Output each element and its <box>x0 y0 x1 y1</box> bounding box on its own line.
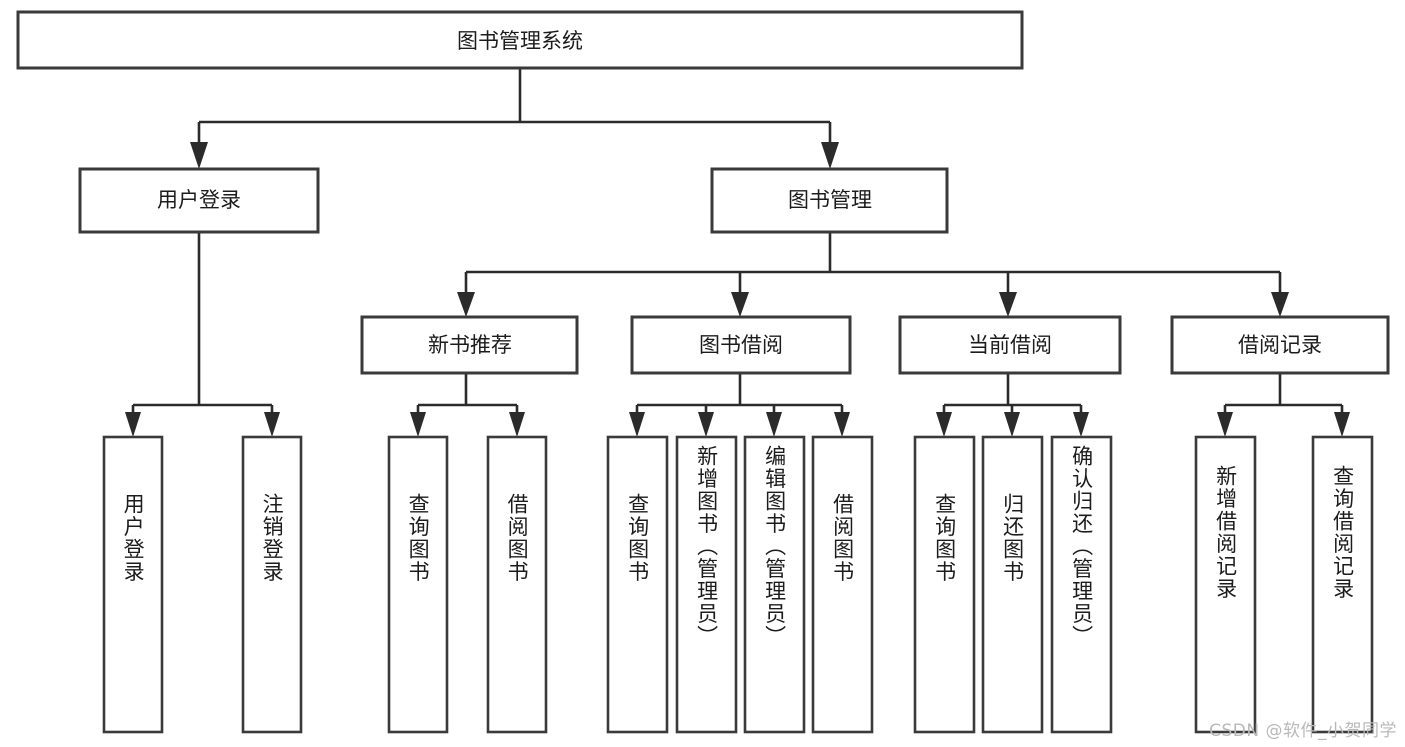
arrow-head-leaf-add-book <box>698 412 714 437</box>
node-root-box[interactable] <box>16 10 1024 70</box>
leaf-box-user-login[interactable] <box>102 435 164 734</box>
node-book-management[interactable]: 图书管理 <box>710 167 949 234</box>
node-new-book-recommend[interactable]: 新书推荐 <box>360 315 579 375</box>
leaf-box-edit-book[interactable] <box>743 435 806 734</box>
arrow-head-newbook <box>457 292 475 317</box>
connector-layer <box>125 68 1350 437</box>
arrow-head-leaf-return-book <box>1004 412 1020 437</box>
arrow-head-leaf-borrow-book-2 <box>834 412 850 437</box>
leaf-box-layer <box>102 435 1374 734</box>
leaf-box-borrow-book-1[interactable] <box>486 435 548 734</box>
node-borrow-record[interactable]: 借阅记录 <box>1170 315 1390 375</box>
leaf-box-confirm-return[interactable] <box>1050 435 1113 734</box>
node-book-borrow[interactable]: 图书借阅 <box>630 315 852 375</box>
arrow-head-leaf-query-book-3 <box>936 412 952 437</box>
node-root-label: 图书管理系统 <box>457 29 583 53</box>
node-borrow-record-label: 借阅记录 <box>1238 333 1322 357</box>
arrow-head-leaf-add-record <box>1217 412 1233 437</box>
arrow-head-current-borrow <box>999 292 1017 317</box>
arrow-head-leaf-confirm-return <box>1073 412 1089 437</box>
arrow-head-leaf-query-book-1 <box>410 412 426 437</box>
arrow-head-leaf-query-record <box>1334 412 1350 437</box>
node-root[interactable]: 图书管理系统 <box>16 10 1024 70</box>
arrow-head-leaf-borrow-book-1 <box>509 412 525 437</box>
node-current-borrow[interactable]: 当前借阅 <box>898 315 1122 375</box>
node-user-login[interactable]: 用户登录 <box>78 167 320 234</box>
leaf-box-query-record[interactable] <box>1311 435 1374 734</box>
node-book-borrow-label: 图书借阅 <box>699 333 783 357</box>
leaf-box-query-book-1[interactable] <box>387 435 449 734</box>
leaf-box-return-book[interactable] <box>981 435 1044 734</box>
node-book-borrow-box[interactable] <box>630 315 852 375</box>
arrow-head-book-mgmt <box>821 142 839 169</box>
node-current-borrow-box[interactable] <box>898 315 1122 375</box>
node-borrow-record-box[interactable] <box>1170 315 1390 375</box>
arrow-head-leaf-query-book-2 <box>629 412 645 437</box>
leaf-box-add-book[interactable] <box>675 435 738 734</box>
arrow-head-leaf-edit-book <box>766 412 782 437</box>
node-book-management-label: 图书管理 <box>788 188 872 212</box>
arrow-head-borrow-record <box>1271 292 1289 317</box>
node-book-management-box[interactable] <box>710 167 949 234</box>
watermark-text: CSDN @软件_小贺同学 <box>1209 721 1397 741</box>
leaf-box-query-book-3[interactable] <box>913 435 976 734</box>
node-user-login-label: 用户登录 <box>157 188 241 212</box>
arrow-head-user-login <box>190 142 208 169</box>
leaf-box-query-book-2[interactable] <box>606 435 669 734</box>
node-new-book-recommend-label: 新书推荐 <box>428 333 512 357</box>
arrow-head-leaf-user-login <box>125 412 141 437</box>
leaf-box-logout[interactable] <box>241 435 303 734</box>
node-current-borrow-label: 当前借阅 <box>968 333 1052 357</box>
node-user-login-box[interactable] <box>78 167 320 234</box>
node-new-book-recommend-box[interactable] <box>360 315 579 375</box>
leaf-box-add-record[interactable] <box>1194 435 1257 734</box>
arrow-head-leaf-logout <box>264 412 280 437</box>
leaf-box-borrow-book-2[interactable] <box>811 435 874 734</box>
arrow-head-borrow <box>731 292 749 317</box>
